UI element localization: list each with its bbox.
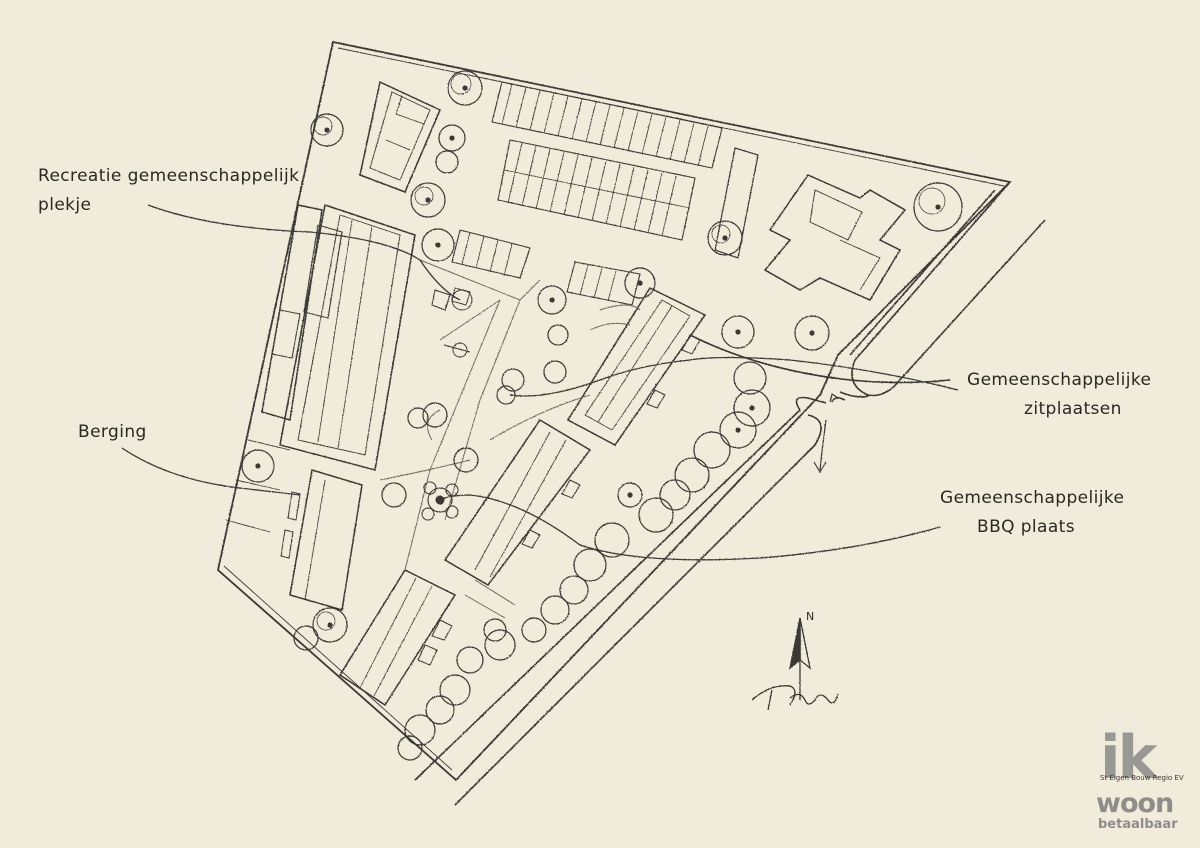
label-recreatie-line1: Recreatie gemeenschappelijk bbox=[38, 166, 300, 186]
logo-woon: woon bbox=[1096, 788, 1174, 819]
north-arrow-icon bbox=[789, 617, 811, 700]
tree-icon bbox=[241, 449, 275, 483]
tree-icon bbox=[397, 735, 423, 761]
tree-icon bbox=[543, 360, 567, 384]
tree-icon bbox=[404, 714, 436, 746]
tree-icon bbox=[693, 431, 731, 469]
label-bbq-line1: Gemeenschappelijke bbox=[940, 488, 1125, 508]
logo-org: St Eigen Bouw Regio EV bbox=[1100, 774, 1184, 782]
garden-paths bbox=[379, 259, 641, 619]
tree-icon bbox=[484, 629, 516, 661]
building-top-left bbox=[359, 80, 441, 193]
label-zitplaatsen-line2: zitplaatsen bbox=[1024, 399, 1122, 419]
signature bbox=[751, 685, 839, 711]
housing-block-west bbox=[225, 204, 416, 533]
tree-icon bbox=[425, 695, 455, 725]
tree-icon bbox=[540, 595, 570, 625]
label-zitplaatsen-line1: Gemeenschappelijke bbox=[967, 370, 1152, 390]
tree-icon bbox=[547, 324, 569, 346]
tree-icon bbox=[456, 646, 484, 674]
tree-icon bbox=[501, 368, 525, 392]
road bbox=[414, 181, 1046, 806]
north-label: N bbox=[806, 610, 814, 623]
tree-icon bbox=[617, 482, 643, 508]
tree-icon bbox=[410, 182, 446, 218]
tree-icon bbox=[483, 618, 507, 642]
tree-icon bbox=[594, 522, 630, 558]
tree-icon bbox=[241, 70, 963, 761]
tree-icon bbox=[719, 411, 757, 449]
parking bbox=[451, 81, 723, 306]
label-bbq-line2: BBQ plaats bbox=[977, 517, 1075, 537]
tree-icon bbox=[310, 113, 344, 147]
tree-icon bbox=[794, 315, 830, 351]
tree-icon bbox=[537, 285, 567, 315]
tree-icon bbox=[422, 402, 448, 428]
logo-mark: ik bbox=[1100, 723, 1157, 793]
label-recreatie-line2: plekje bbox=[38, 195, 92, 215]
tree-icon bbox=[438, 124, 466, 152]
label-berging: Berging bbox=[78, 422, 147, 442]
tree-icon bbox=[435, 150, 459, 174]
tree-icon bbox=[674, 457, 710, 493]
housing-block-ne bbox=[566, 287, 707, 446]
tree-icon bbox=[913, 182, 963, 232]
tree-icon bbox=[421, 228, 455, 262]
tree-icon bbox=[733, 361, 767, 395]
tree-icon bbox=[293, 625, 319, 651]
tree-icon bbox=[721, 315, 755, 349]
building-right bbox=[763, 174, 907, 301]
storage-block bbox=[280, 469, 363, 611]
leader-lines bbox=[121, 204, 959, 561]
housing-block-sw bbox=[338, 569, 457, 707]
tree-icon bbox=[733, 389, 771, 427]
tree-icon bbox=[407, 407, 429, 429]
tree-icon bbox=[453, 447, 479, 473]
tree-icon bbox=[659, 479, 691, 511]
tree-icon bbox=[707, 220, 743, 256]
tree-icon bbox=[439, 674, 471, 706]
tree-icon bbox=[638, 497, 674, 533]
tree-icon bbox=[573, 548, 607, 582]
tree-icon bbox=[559, 575, 589, 605]
tree-icon bbox=[381, 482, 407, 508]
logo-betaalbaar: betaalbaar bbox=[1098, 817, 1178, 832]
tree-icon bbox=[521, 617, 547, 643]
site-boundary bbox=[217, 40, 1012, 782]
housing-block-mid bbox=[443, 418, 592, 586]
bbq-icon bbox=[421, 481, 459, 521]
ikwoonbetaalbaar-logo: ik St Eigen Bouw Regio EV woon betaalbaa… bbox=[1094, 728, 1194, 834]
tree-icon bbox=[312, 607, 348, 643]
tree-icon bbox=[624, 267, 656, 299]
tree-icon bbox=[447, 70, 483, 106]
